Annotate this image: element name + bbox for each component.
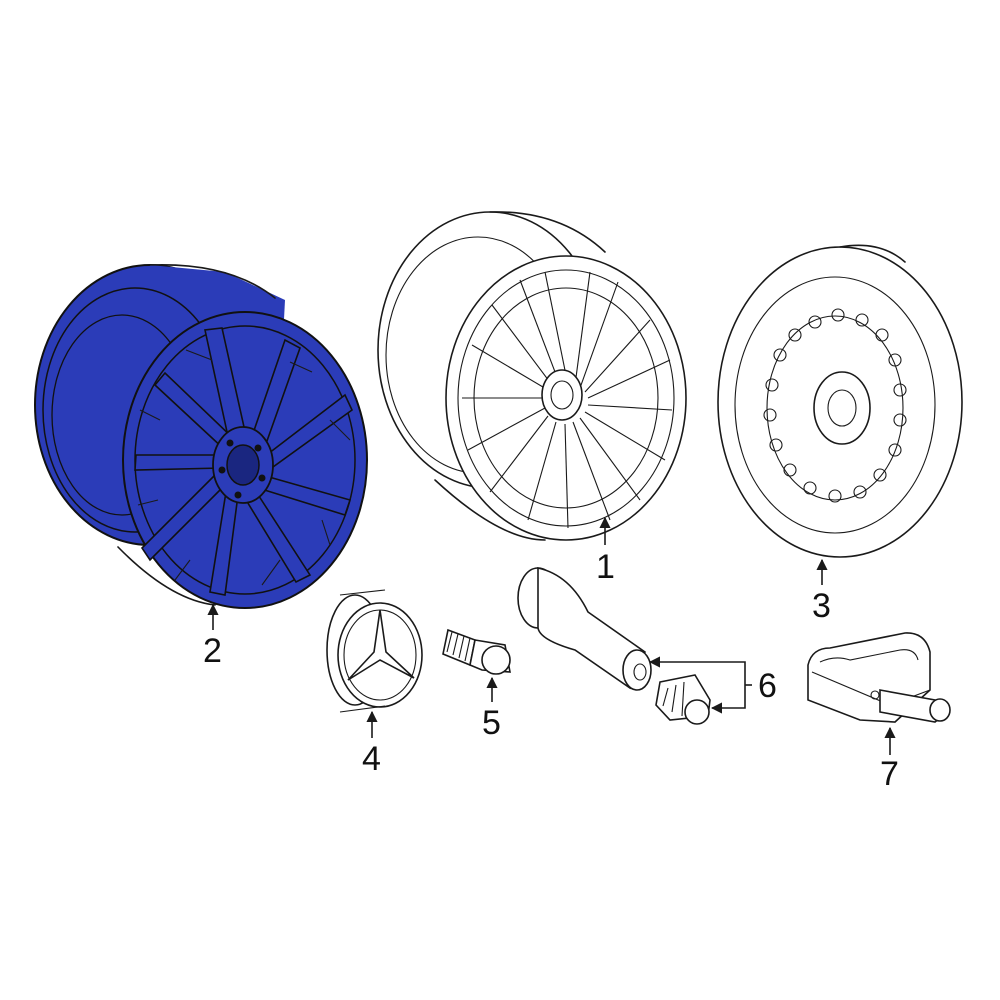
callout-2: 2	[203, 632, 222, 670]
callout-6: 6	[758, 667, 777, 705]
tpms-sensor-part-7[interactable]	[807, 632, 951, 723]
callout-7: 7	[880, 755, 899, 793]
callout-3: 3	[812, 587, 831, 625]
center-cap-part-4[interactable]	[326, 589, 423, 713]
leader-lines	[207, 516, 896, 755]
wheel-part-1[interactable]	[377, 211, 687, 541]
wheel-part-3[interactable]	[717, 244, 963, 558]
wheel-bolt-part-5[interactable]	[442, 628, 511, 675]
callout-5: 5	[482, 704, 501, 742]
callout-1: 1	[596, 548, 615, 586]
wheel-part-2[interactable]	[34, 263, 368, 609]
valve-cap-part-6[interactable]	[655, 674, 711, 725]
callout-4: 4	[362, 740, 381, 778]
valve-stem-part-6[interactable]	[517, 567, 652, 691]
